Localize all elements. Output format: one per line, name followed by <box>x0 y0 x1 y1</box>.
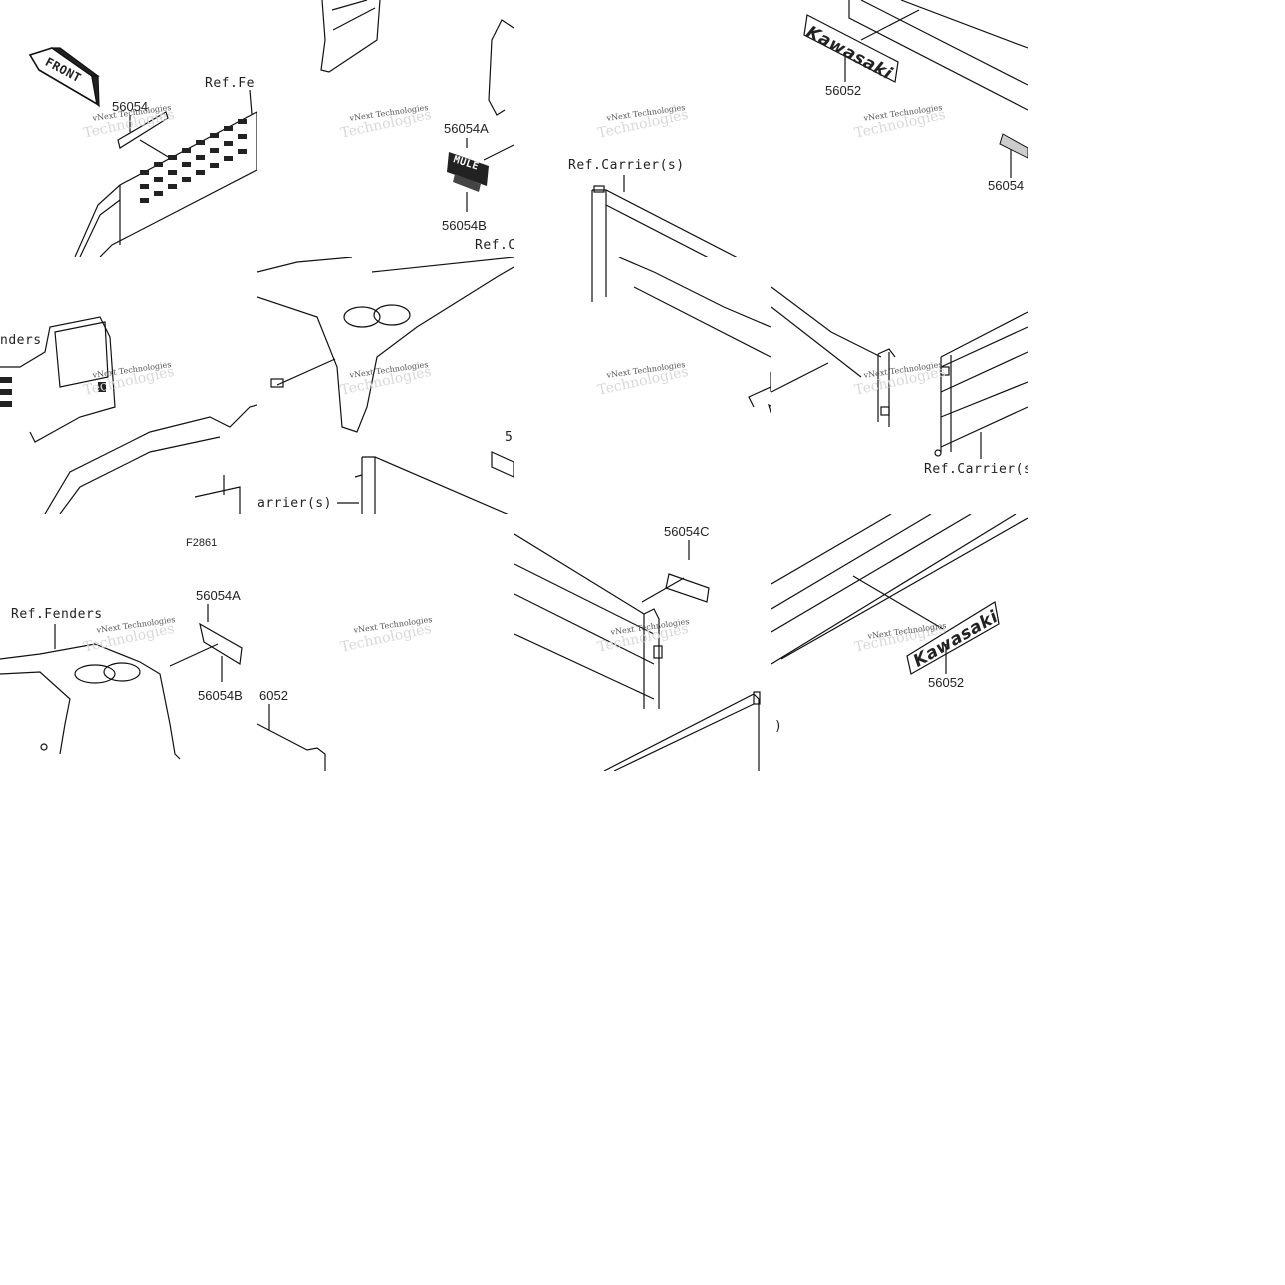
carrier-gate-drawing <box>591 175 738 257</box>
diagram-tile-bed-plate: 6052 Technologies vNext Technologies <box>257 514 514 771</box>
part-number-56054a[interactable]: 56054A <box>444 121 489 136</box>
bed-rail-drawing <box>771 514 1028 675</box>
part-number-fragment[interactable]: 5 <box>505 430 514 445</box>
gate-decal-drawing <box>514 533 761 771</box>
carrier-side-drawing <box>771 286 1028 459</box>
ref-carrier-label[interactable]: Ref.Carrier(s <box>924 462 1028 477</box>
cowl-drawing <box>320 0 514 212</box>
diagram-tile-dash-carrier: 5 arrier(s) Technologies vNext Technolog… <box>257 257 514 514</box>
carrier-gate-lower-drawing <box>591 257 771 414</box>
fender-side-drawing <box>0 316 257 514</box>
part-number-56052[interactable]: 56052 <box>928 675 965 690</box>
part-number-fragment[interactable]: ) <box>774 719 783 734</box>
diagram-tile-front-grille: FRONT 56054 Ref.Fer Technologies vNext T… <box>0 0 257 257</box>
part-number-56054c[interactable]: 56054C <box>664 524 710 539</box>
part-number-56054[interactable]: 56054 <box>988 178 1025 193</box>
ref-carrier-label[interactable]: Ref.Carrier(s) <box>568 158 685 173</box>
kawasaki-decal <box>906 601 1000 675</box>
part-number-56052[interactable]: 56052 <box>825 83 862 98</box>
diagram-tile-fender-side: nders Technologies vNext Technologies <box>0 257 257 514</box>
bed-side-drawing <box>803 0 1028 178</box>
diagram-tile-gate-decal: 56054C Technologies vNext Technologies <box>514 514 771 771</box>
part-number-56054a[interactable]: 56054A <box>196 588 241 603</box>
part-number-56054[interactable]: 56054 <box>112 99 149 114</box>
grille-drawing <box>28 47 257 257</box>
diagram-tile-kawasaki-decal: Kawasaki 56052 56054 Technologies vNext … <box>771 0 1028 257</box>
diagram-tile-carrier-side: Ref.Carrier(s Technologies vNext Technol… <box>771 257 1028 514</box>
dash-drawing <box>257 257 514 514</box>
diagram-tile-mule-emblem: MULE 56054A 56054B Ref.C Technologies vN… <box>257 0 514 257</box>
diagram-tile-kawasaki-decal-lower: Kawasaki 56052 ) Technologies vNext Tech… <box>771 514 1028 771</box>
part-number-56054b[interactable]: 56054B <box>198 688 243 703</box>
rear-fender-drawing <box>0 604 243 760</box>
part-number-56054b[interactable]: 56054B <box>442 218 487 233</box>
ref-carrier-label[interactable]: Ref.C <box>475 238 514 253</box>
part-number-56052[interactable]: 6052 <box>259 688 288 703</box>
bed-plate-drawing <box>257 704 326 771</box>
mule-emblem <box>447 152 489 192</box>
ref-fenders-label[interactable]: Ref.Fer <box>205 76 257 91</box>
figure-id: F2861 <box>186 537 218 549</box>
ref-carrier-label[interactable]: arrier(s) <box>257 496 332 511</box>
ref-fenders-label[interactable]: nders <box>0 333 42 348</box>
diagram-tile-rear-fender-decal: F2861 56054A 56054B Ref.Fenders Technolo… <box>0 514 257 771</box>
diagram-tile-carrier-gate: Ref.Carrier(s) Technologies vNext Techno… <box>514 0 771 257</box>
kawasaki-decal <box>803 14 1028 159</box>
ref-fenders-label[interactable]: Ref.Fenders <box>11 607 103 622</box>
diagram-tile-carrier-gate-lower: C Technologies vNext Technologies <box>514 257 771 514</box>
